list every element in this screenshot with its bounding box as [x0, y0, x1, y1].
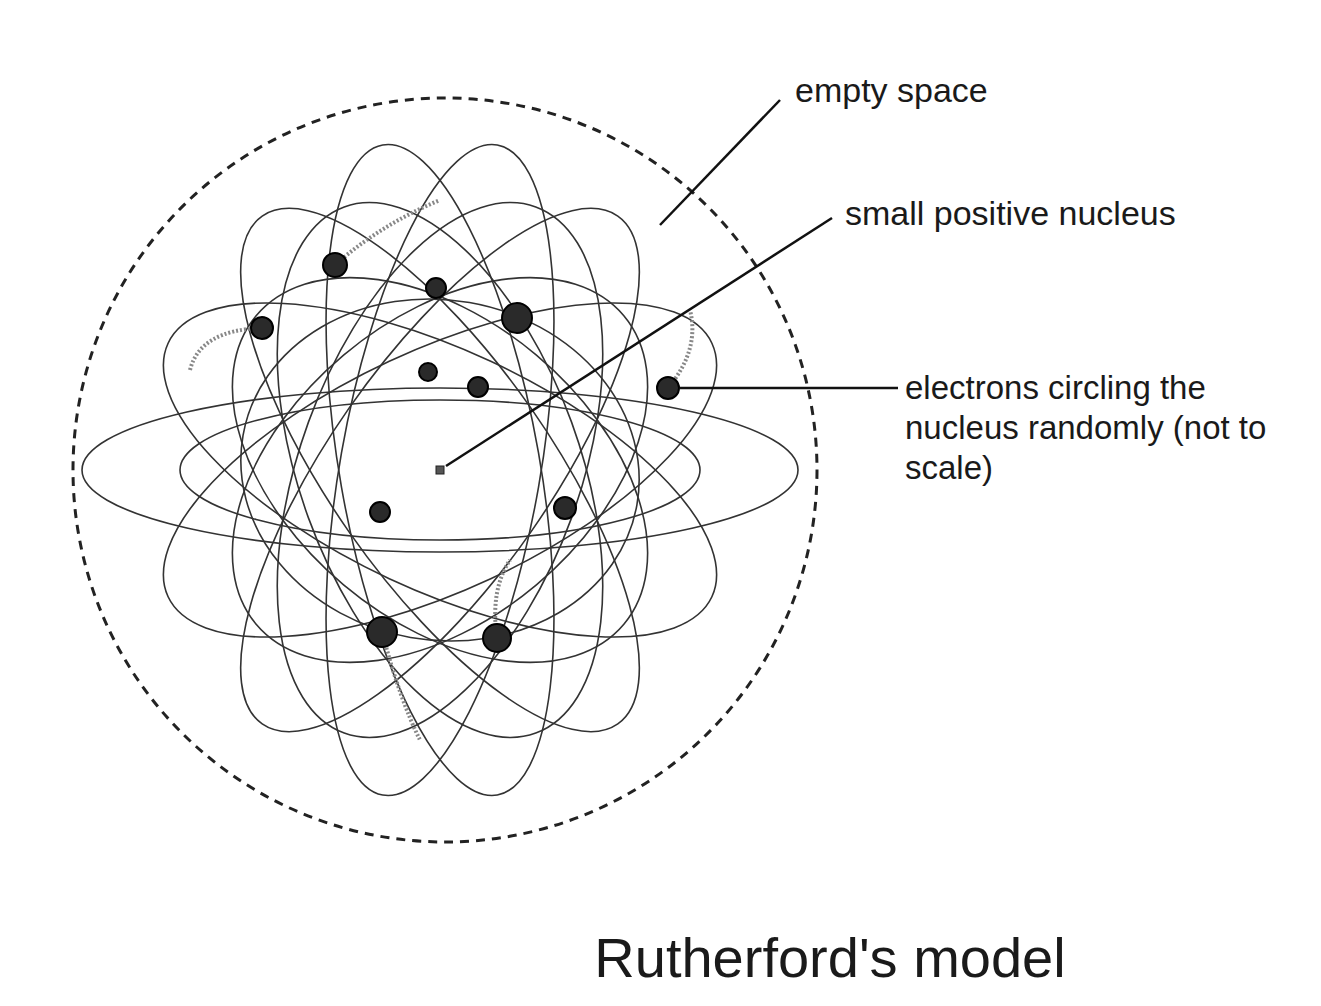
leader-lines [446, 100, 898, 466]
diagram-caption: Rutherford's model [480, 925, 1180, 991]
electron-orbits [82, 128, 798, 813]
atom-boundary [73, 98, 817, 842]
callout-label: small positive nucleus [845, 193, 1315, 233]
nucleus [436, 466, 444, 474]
callout-label: electrons circling the nucleus randomly … [905, 368, 1313, 488]
callout-label: empty space [795, 70, 1125, 110]
electron-trails [190, 200, 692, 740]
